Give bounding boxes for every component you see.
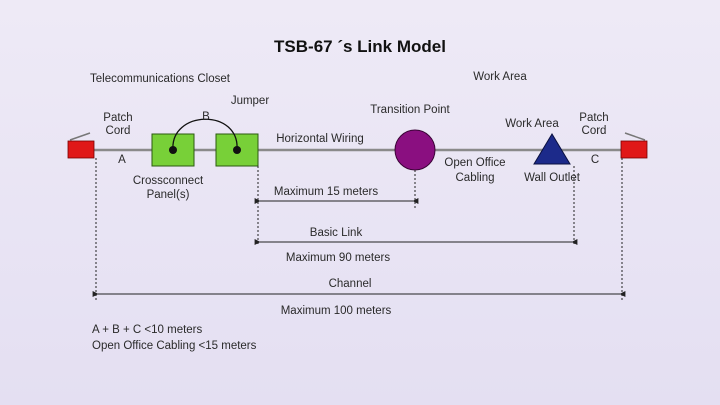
crossconnect-label-2: Panel(s) xyxy=(147,189,190,201)
note-open-office: Open Office Cabling <15 meters xyxy=(92,340,257,352)
diagram-title: TSB-67 ´s Link Model xyxy=(274,37,446,56)
open-office-label-2: Cabling xyxy=(456,172,495,184)
patch-cord-right-icon xyxy=(620,132,648,159)
note-abc: A + B + C <10 meters xyxy=(92,324,203,336)
jumper-arc xyxy=(172,118,238,151)
channel-label: Channel xyxy=(329,278,372,290)
work-area-region-label: Work Area xyxy=(473,71,527,83)
basic-link-label: Basic Link xyxy=(310,227,363,239)
label-b: B xyxy=(202,111,210,123)
max-100-label: Maximum 100 meters xyxy=(281,305,392,317)
wall-outlet-label: Wall Outlet xyxy=(524,172,581,184)
jumper-label: Jumper xyxy=(231,95,270,107)
patch-cord-right-label-2: Cord xyxy=(582,125,607,137)
patch-cord-right-label-1: Patch xyxy=(579,112,608,124)
patch-cord-left-icon xyxy=(67,132,95,159)
patch-cord-left-label-1: Patch xyxy=(103,112,132,124)
max-15-label: Maximum 15 meters xyxy=(274,186,378,198)
transition-point-label: Transition Point xyxy=(370,104,450,116)
crossconnect-label-1: Crossconnect xyxy=(133,175,204,187)
wall-outlet-icon xyxy=(533,133,571,165)
label-c: C xyxy=(591,154,599,166)
patch-cord-left-label-2: Cord xyxy=(106,125,131,137)
max-90-label: Maximum 90 meters xyxy=(286,252,390,264)
telecom-closet-label: Telecommunications Closet xyxy=(90,73,231,85)
open-office-label-1: Open Office xyxy=(444,157,505,169)
transition-point-icon xyxy=(394,129,436,171)
horizontal-wiring-label: Horizontal Wiring xyxy=(276,133,364,145)
label-a: A xyxy=(118,154,126,166)
work-area-outlet-label: Work Area xyxy=(505,118,559,130)
